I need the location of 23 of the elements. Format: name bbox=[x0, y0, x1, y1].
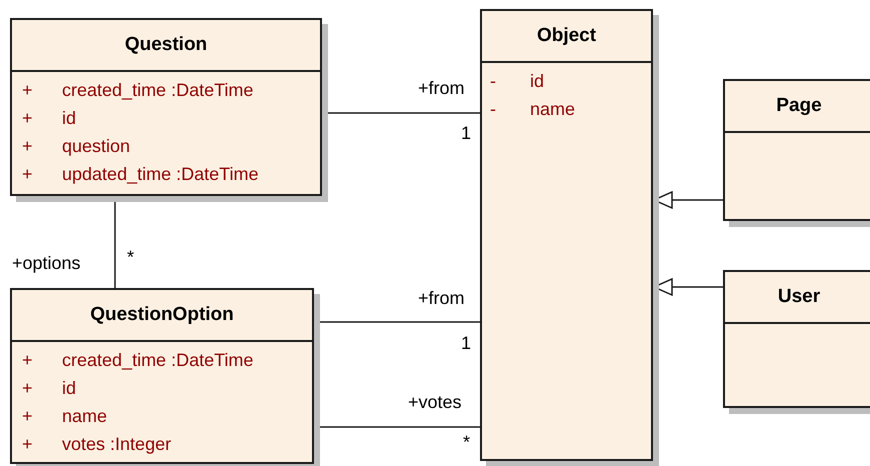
multiplicity: * bbox=[463, 432, 470, 452]
class-name: Object bbox=[536, 25, 596, 47]
attribute: + created_time :DateTime bbox=[22, 79, 254, 102]
multiplicity: * bbox=[127, 247, 134, 267]
class-name: User bbox=[778, 286, 820, 308]
multiplicity: 1 bbox=[461, 123, 472, 143]
attribute: + created_time :DateTime bbox=[22, 349, 254, 372]
class-name: Question bbox=[124, 34, 208, 56]
attribute: + id bbox=[22, 377, 78, 400]
class-name: Page bbox=[776, 95, 822, 117]
attribute: + id bbox=[22, 107, 78, 130]
role-name: +votes bbox=[408, 392, 462, 412]
attribute: + question bbox=[22, 135, 132, 158]
role-name: +options bbox=[12, 253, 81, 273]
attribute: + votes :Integer bbox=[22, 433, 172, 456]
role-name: +from bbox=[418, 78, 465, 98]
attribute: - name bbox=[490, 98, 576, 121]
attribute: + name bbox=[22, 405, 108, 428]
class-name: QuestionOption bbox=[90, 304, 234, 326]
multiplicity: 1 bbox=[461, 333, 472, 353]
attribute: + updated_time :DateTime bbox=[22, 163, 260, 186]
role-name: +from bbox=[418, 288, 465, 308]
attribute: - id bbox=[490, 70, 546, 93]
